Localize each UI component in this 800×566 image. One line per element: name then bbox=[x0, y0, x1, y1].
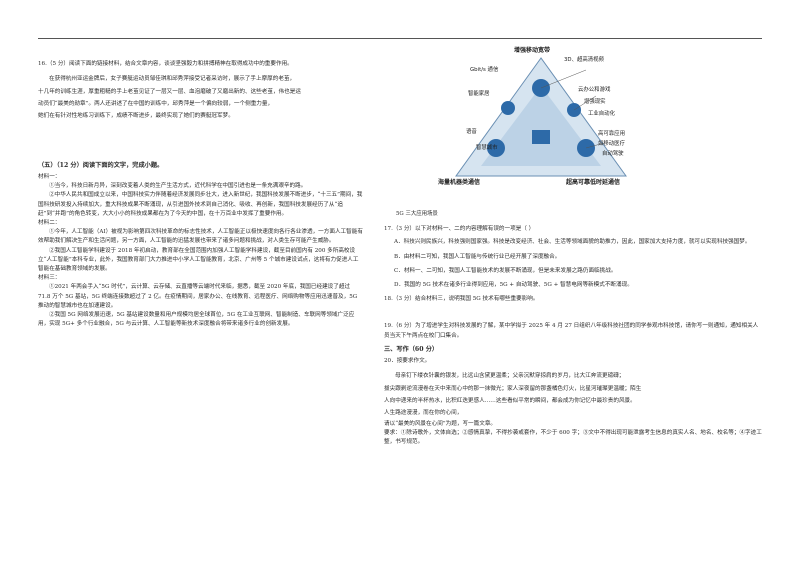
material-3-para: ①2021 年两会手入“5G 时代”，云计算、云存储、云直播等云端时代来临，据悉… bbox=[38, 284, 358, 309]
q20-prompt: 20．按要求作文。 bbox=[384, 358, 431, 365]
writing-prompt: 母亲钉下缕衣针囊的银发，比远山含黛更温柔；父亲沉默穿掠肩的岁月，比大江奔流更磅礴… bbox=[384, 370, 762, 420]
q16-prompt: 16.（5 分）阅读下面的链接材料，结合文章内容，谈谈坚强毅力和拼搏精神在取得成… bbox=[38, 61, 293, 67]
diagram-label: 语音 bbox=[466, 129, 477, 135]
diagram-label: 如移动医疗 bbox=[598, 141, 625, 147]
diagram-label: Gbit/s 通信 bbox=[470, 67, 499, 73]
material-2-para: ②我国人工智能学科建设于 2018 年初启动，教育部在全国范围内加强人工智能学科… bbox=[38, 247, 359, 273]
diagram-label: 智慧城市 bbox=[476, 145, 498, 151]
writing-prompt-line: 人向中递来的半杯热水，比积红迭更感人……这些看似平常的瞬间，都会成为你记忆中最珍… bbox=[384, 398, 636, 405]
writing-task: 请以“最美的风景在心间”为题，写一篇文章。 bbox=[384, 420, 497, 427]
material-1-para: ②中华人民共和国成立以来，中国科技实力伴随着经济发展同步壮大，进入新世纪，我国科… bbox=[38, 192, 363, 217]
diagram-label: 云办公和游戏 bbox=[578, 87, 611, 93]
material-2-para: ①今年，人工智能（AI）被视为影响第四次科技革命的标志性技术，人工智能正以极快速… bbox=[38, 229, 363, 245]
diagram-label: 3D、超高清视频 bbox=[564, 57, 604, 63]
diagram-caption: 5G 三大应用场景 bbox=[396, 211, 438, 217]
diagram-label: 自动驾驶 bbox=[602, 151, 624, 157]
writing-requirements: 要求：①除诗歌外，文体自选；②感情真挚，不得抄袭或套作，不少于 600 字；③文… bbox=[384, 430, 762, 446]
material-3-para: ②我国 5G 网络发展迅速，5G 基站建设数量和用户规模均居全球首位，5G 在工… bbox=[38, 312, 355, 328]
quote-line: 她们在有针对性地练习训练下，成绩不断进步，最终实现了她们的赛艇冠军梦。 bbox=[38, 113, 234, 120]
diagram-label: 增强现实 bbox=[584, 99, 606, 105]
writing-prompt-line: 拔尖跟剥逆流漫卷在天中来而心中的那一抹微光；家人深夜留的那盏橘色灯火，比星河璀璨… bbox=[384, 385, 642, 392]
q17-option: A．科技兴则民族兴，科技强则国家强。科技是改变经济、社会、生活等领域面貌的助推力… bbox=[394, 239, 751, 246]
quote-line: 十几年的训练生涯，厚重粗糙的手上老茧见证了一层又一层、血泡磨破了又磨出新的、这些… bbox=[38, 88, 301, 95]
q18-prompt: 18.（3 分）结合材料三，说明我国 5G 技术有哪些重要影响。 bbox=[384, 296, 539, 303]
q17-option: B．由材料二可知，我国人工智能与传统行业已经开展了深度融合。 bbox=[394, 253, 561, 260]
triangle-graphic bbox=[455, 57, 627, 177]
material-3-label: 材料三： bbox=[38, 275, 61, 282]
section-5-title: （五）（12 分）阅读下面的文字，完成小题。 bbox=[38, 161, 164, 169]
quote-line: 动员们“最美的勋章”。两人还讲述了在中国的训练中，邱秀萍是一个偏向较弱，一个侧重… bbox=[38, 101, 274, 108]
5g-scenario-diagram: 增强移动宽带 Gbit/s 通信 3D、超高清视频 智能家居 云办公和游戏 增强… bbox=[436, 47, 646, 208]
diagram-label: 智能家居 bbox=[468, 91, 490, 97]
material-1-label: 材料一： bbox=[38, 174, 61, 181]
q19-prompt: 19.（6 分）为了增进学生对科技发展的了解，某中学拟于 2025 年 4 月 … bbox=[384, 323, 759, 339]
diagram-bottom-left: 海量机器类通信 bbox=[438, 179, 481, 186]
q17-prompt: 17.（3 分）以下对材料一、二的内容理解有误的一项是（ ） bbox=[384, 226, 535, 233]
quote-line: 在获得杭州亚运金牌后，女子赛艇运动员邹佳琪和邱秀萍接受记者采访时，展示了手上摩厚… bbox=[49, 76, 296, 83]
diagram-label: 工业自动化 bbox=[588, 111, 615, 117]
material-2-label: 材料二： bbox=[38, 220, 61, 227]
diagram-label: 高可靠应用 bbox=[598, 131, 625, 137]
writing-prompt-line: 人生路途漫漫，而在你的心间， bbox=[384, 410, 463, 417]
writing-prompt-line: 母亲钉下缕衣针囊的银发，比远山含黛更温柔；父亲沉默穿掠肩的岁月，比大江奔流更磅礴… bbox=[395, 373, 625, 380]
header-rule bbox=[38, 38, 762, 39]
diagram-bottom-right: 超高可靠低时延通信 bbox=[566, 179, 621, 186]
q17-option: D．我国的 5G 技术在诸多行业得到应用，5G + 自动驾驶、5G + 智慧电网… bbox=[394, 282, 633, 289]
diagram-title: 增强移动宽带 bbox=[514, 47, 551, 54]
right-column: 增强移动宽带 Gbit/s 通信 3D、超高清视频 智能家居 云办公和游戏 增强… bbox=[384, 47, 762, 447]
left-column: 16.（5 分）阅读下面的链接材料，结合文章内容，谈谈坚强毅力和拼搏精神在取得成… bbox=[38, 60, 363, 329]
writing-section-title: 三、写作（60 分） bbox=[384, 345, 439, 353]
q17-option: C．材料一、二可知，我国人工智能技术的发展不断涌现，但是未来发展之路仍面临挑战。 bbox=[394, 267, 617, 274]
material-1-para: ①当今，科技日新月异，深刻改变着人类的生产生活方式，近代科学在中国引进也是一条充… bbox=[49, 183, 307, 190]
q16-quote: 在获得杭州亚运金牌后，女子赛艇运动员邹佳琪和邱秀萍接受记者采访时，展示了手上摩厚… bbox=[38, 73, 363, 123]
